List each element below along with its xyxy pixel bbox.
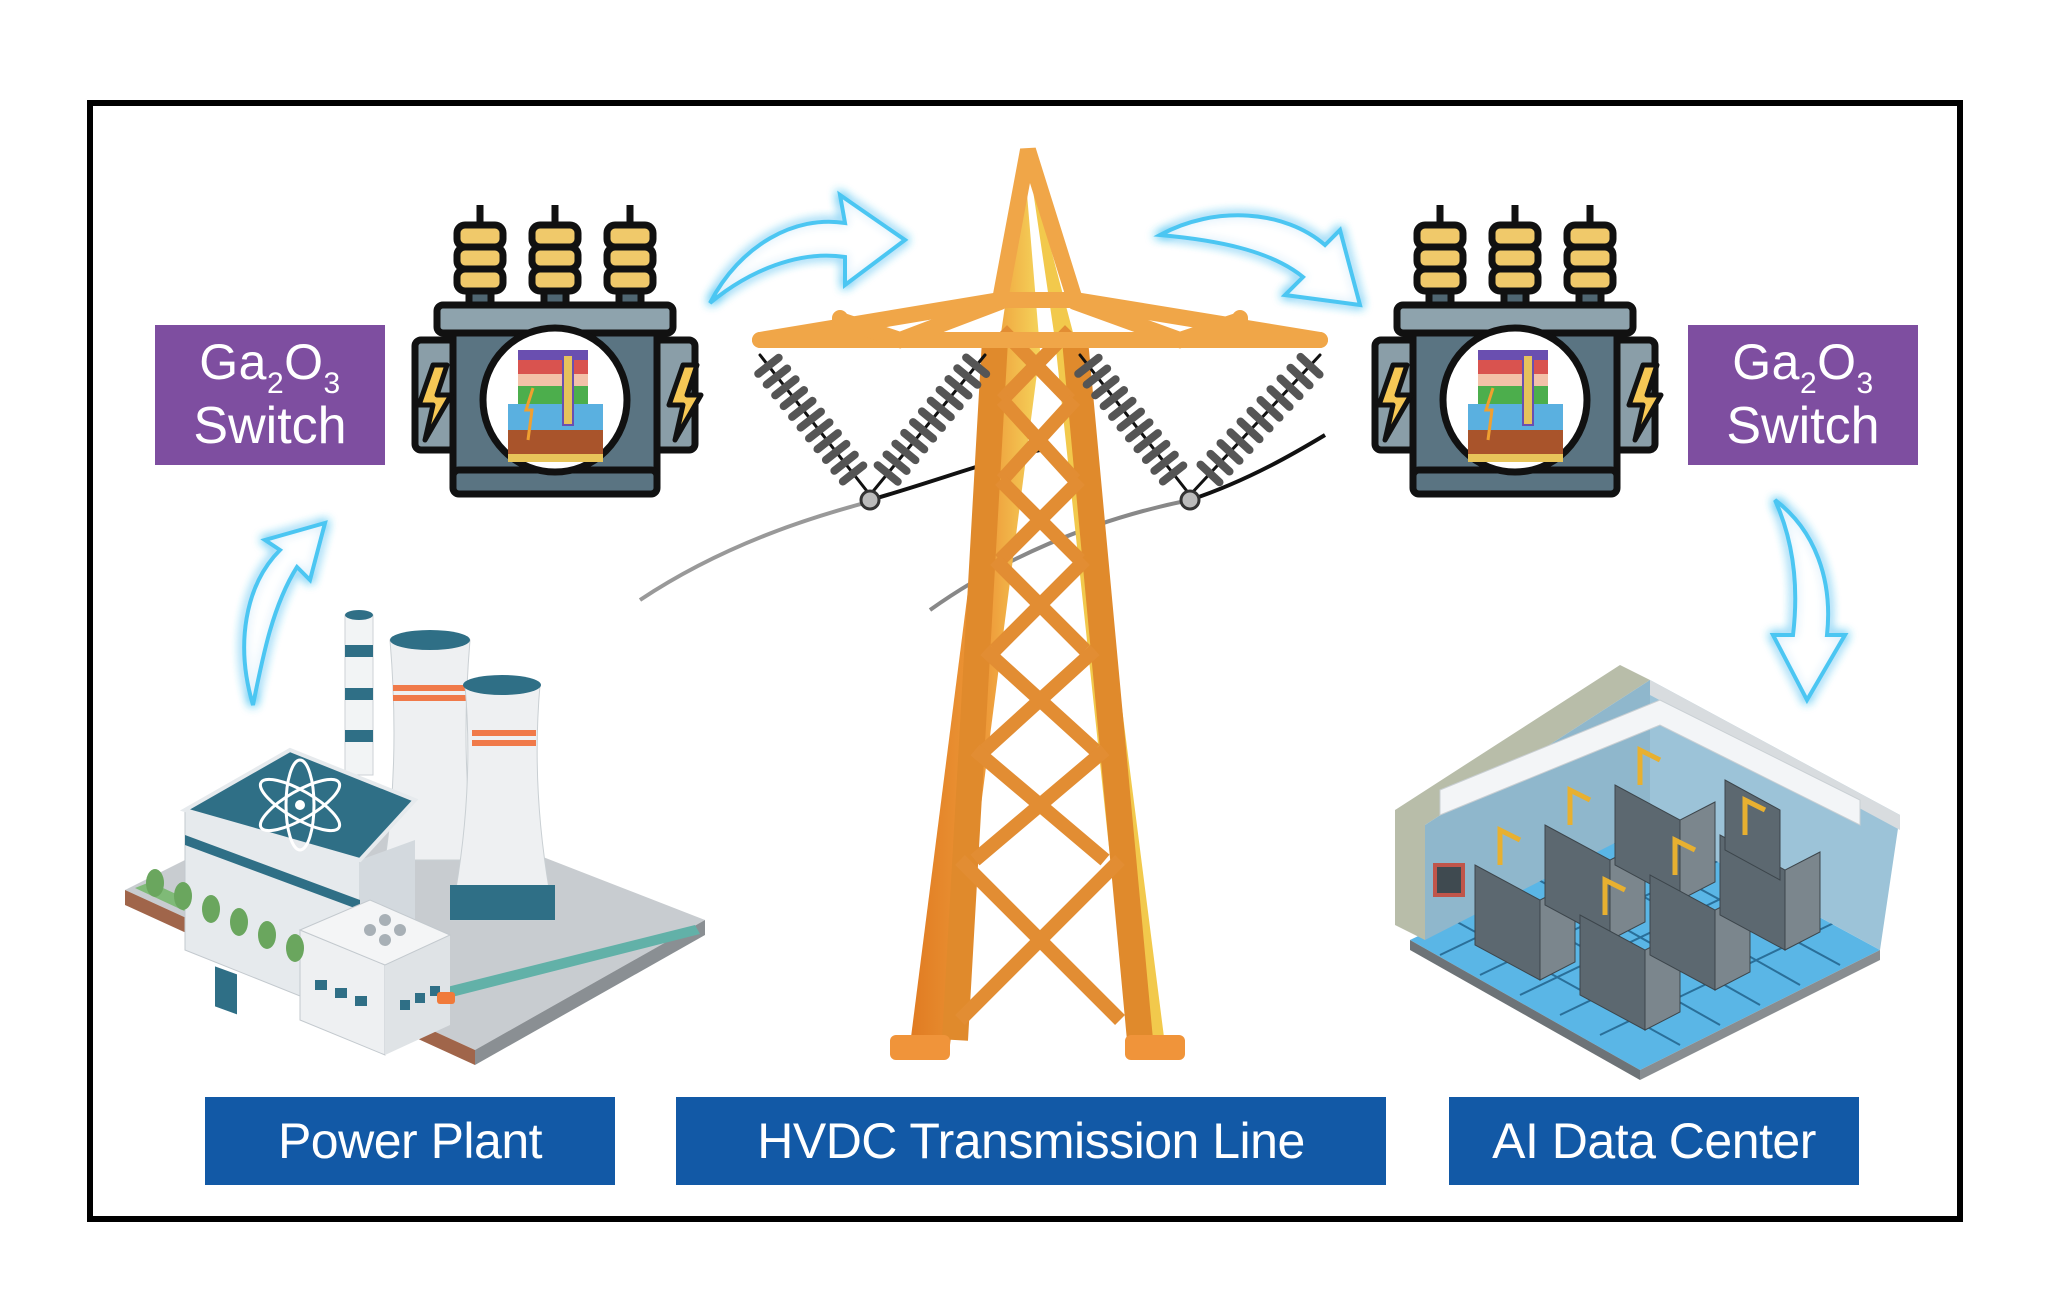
insulator-disc [813,429,842,454]
insulator-disc [1099,386,1129,411]
ga2o3-switch-label-right: Ga2O3 Switch [1688,325,1918,465]
insulator-disc [805,418,834,443]
bushing [453,205,657,295]
device-cross-section [1468,350,1563,462]
insulator-disc [1091,375,1120,400]
insulator-disc [1206,449,1234,476]
insulator-disc [754,353,783,378]
ga2o3-switch-label-left: Ga2O3 Switch [155,325,385,465]
insulator-disc [882,450,911,475]
insulator-disc [779,386,809,411]
insulator-disc [796,407,825,432]
insulator-disc [821,439,851,464]
insulator-disc [1216,439,1244,465]
insulator-disc [1141,439,1171,464]
insulator-disc [1158,461,1188,486]
insulator-disc [1226,428,1254,454]
insulator-disc [873,461,902,486]
switch-word: Switch [193,396,347,455]
stage-label-ai-data-center: AI Data Center [1449,1097,1859,1185]
transformer-icon-right [1371,205,1664,498]
insulator-disc [909,418,938,443]
switch-formula: Ga2O3 [1732,334,1874,401]
insulator-disc [926,396,955,422]
insulator-disc [935,385,964,411]
insulator-disc [1286,363,1314,390]
device-cross-section [508,350,603,462]
insulator-disc [953,364,982,389]
insulator-disc [900,428,929,454]
insulator-disc [917,407,946,432]
insulator-disc [838,461,868,486]
insulator-disc [944,375,973,400]
insulator-disc [771,375,800,400]
transmission-tower-icon [638,147,1328,1060]
insulator-disc [1266,385,1294,411]
bushing [1413,205,1617,295]
insulator-disc [1082,364,1112,389]
arrow-up-icon [242,520,328,706]
insulator-disc [788,396,817,421]
insulator-disc [1296,352,1324,379]
insulator-disc [1116,407,1145,432]
insulator-disc [1256,396,1284,422]
insulator-disc [1236,417,1264,444]
server-rack [1474,779,1821,1031]
arrow-right-down-icon [1153,213,1363,308]
insulator-disc [1276,374,1304,401]
nuclear-power-plant-icon [125,610,705,1065]
arrow-down-icon [1769,498,1849,705]
stage-label-power-plant: Power Plant [205,1097,615,1185]
switch-formula: Ga2O3 [199,334,341,401]
transformer-icon-left [411,205,704,498]
insulator-disc [1108,396,1137,421]
insulator-disc [1246,406,1274,433]
insulator-disc [830,450,859,475]
switch-word: Switch [1726,396,1880,455]
insulator-disc [762,364,792,389]
insulator-disc [1074,353,1103,378]
insulator-disc [1150,450,1179,475]
insulator-disc [1125,418,1154,443]
arrow-right-icon [708,190,909,305]
insulator-disc [1133,429,1162,454]
stage-label-hvdc-transmission-line: HVDC Transmission Line [676,1097,1386,1185]
server-room-icon [1395,665,1900,1080]
insulator-disc [962,353,991,379]
insulator-disc [891,439,920,465]
insulator-disc [1196,460,1224,487]
